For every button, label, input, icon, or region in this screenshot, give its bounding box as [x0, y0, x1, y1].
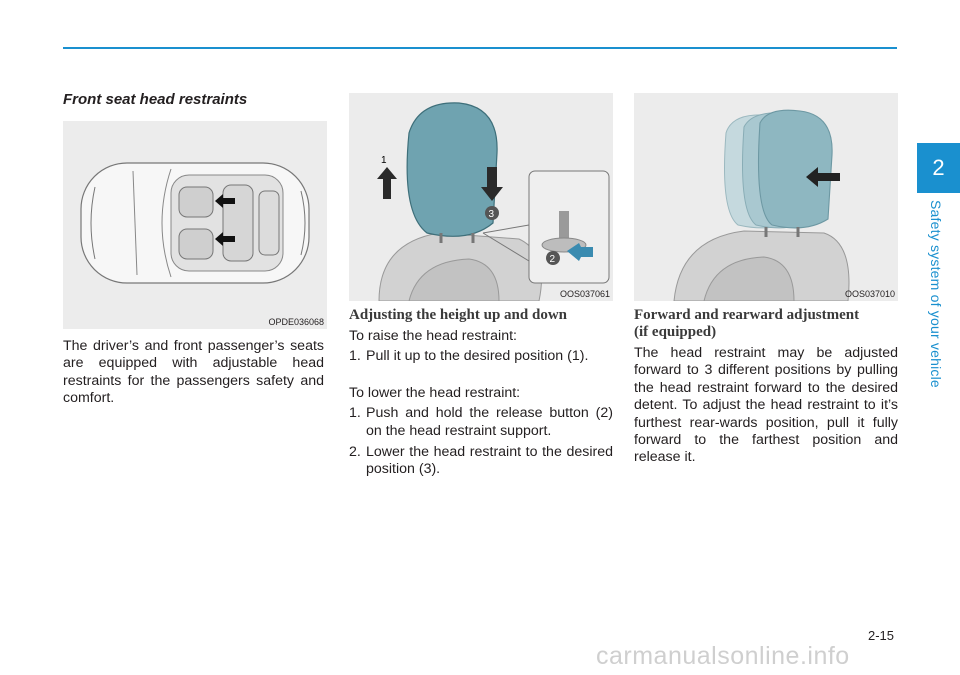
- callout-3: 3: [489, 209, 495, 220]
- col1-body: The driver’s and front passenger’s seats…: [63, 338, 324, 408]
- figure-2-code: OOS037061: [559, 289, 610, 299]
- height-adjust-heading: Adjusting the height up and down: [349, 307, 567, 323]
- watermark: carmanualsonline.info: [596, 642, 850, 670]
- lower-step-1-number: 1.: [349, 405, 361, 422]
- fore-aft-heading: Forward and rearward adjustment (if equi…: [634, 307, 898, 341]
- lower-intro: To lower the head restraint:: [349, 384, 521, 401]
- fore-aft-heading-line2: (if equipped): [634, 324, 717, 340]
- push-arrow-icon: [567, 243, 593, 261]
- lower-step-1-text: Push and hold the release button (2) on …: [366, 405, 613, 439]
- col2-body: To raise the head restraint: 1. Pull it …: [349, 328, 613, 479]
- col1-paragraph: The driver’s and front passenger’s seats…: [63, 338, 324, 407]
- chapter-number-tab: 2: [917, 143, 960, 193]
- figure-1-code: OPDE036068: [268, 317, 324, 327]
- lower-step-1: 1. Push and hold the release button (2) …: [349, 405, 613, 440]
- lower-step-2-text: Lower the head restraint to the desired …: [366, 444, 613, 478]
- col3-paragraph: The head restraint may be adjusted forwa…: [634, 345, 898, 466]
- fore-aft-heading-line1: Forward and rearward adjustment: [634, 307, 860, 323]
- callout-1: 1: [381, 155, 387, 166]
- raise-step-1: 1. Pull it up to the desired position (1…: [349, 348, 613, 365]
- down-arrow-icon: [481, 167, 503, 201]
- figure-fore-aft-adjust: OOS037010: [634, 93, 898, 301]
- section-title: Front seat head restraints: [63, 91, 248, 108]
- page-number: 2-15: [868, 628, 895, 643]
- chapter-title: Safety system of your vehicle: [928, 200, 944, 388]
- lower-step-2-number: 2.: [349, 444, 361, 461]
- figure-height-adjust: 1 3 2 OOS037061: [349, 93, 613, 301]
- figure-car-top-view: OPDE036068: [63, 121, 327, 329]
- raise-step-1-text: Pull it up to the desired position (1).: [366, 348, 589, 365]
- callout-2: 2: [550, 254, 556, 265]
- chapter-title-vertical: Safety system of your vehicle: [920, 200, 956, 400]
- up-arrow-icon: [377, 167, 397, 199]
- forward-arrow-icon: [806, 167, 840, 187]
- height-adjust-illustration: 1 3 2: [377, 102, 610, 301]
- raise-intro: To raise the head restraint:: [349, 328, 517, 344]
- fore-aft-illustration: [673, 109, 850, 301]
- top-rule: [63, 47, 897, 49]
- col3-body: The head restraint may be adjusted forwa…: [634, 345, 898, 467]
- figure-3-code: OOS037010: [844, 289, 895, 299]
- lower-step-2: 2. Lower the head restraint to the desir…: [349, 444, 613, 479]
- car-top-view-illustration: [80, 162, 310, 284]
- raise-step-1-number: 1.: [349, 348, 361, 365]
